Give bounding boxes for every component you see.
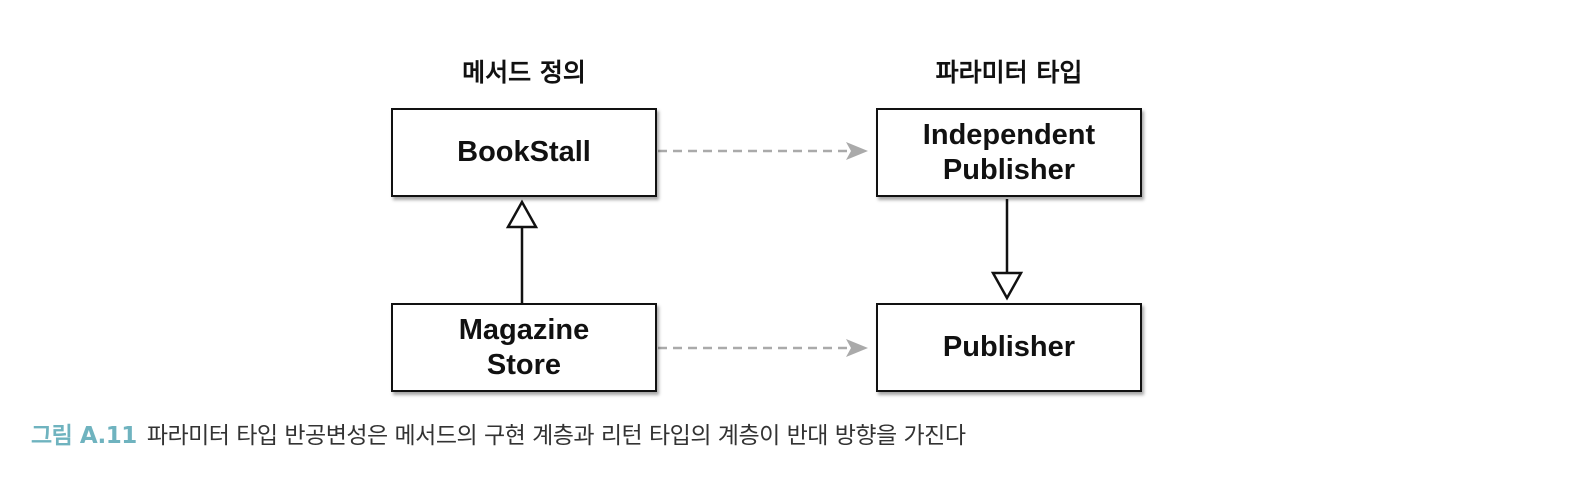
inheritance-arrow-magazine-store-to-bookstall	[505, 199, 539, 303]
inheritance-arrow-independent-publisher-to-publisher	[990, 199, 1024, 301]
independent-publisher-label-line1: Independent	[922, 118, 1096, 151]
right-column-heading: 파라미터 타입	[935, 58, 1083, 87]
independent-publisher-class-box: Independent Publisher	[876, 108, 1142, 197]
dashed-arrow-bookstall-to-independent-publisher	[658, 142, 868, 160]
figure-caption-text: 파라미터 타입 반공변성은 메서드의 구현 계층과 리턴 타입의 계층이 반대 …	[146, 423, 966, 449]
left-column-heading: 메서드 정의	[462, 58, 586, 87]
magazine-store-label-line2: Store	[486, 348, 562, 381]
magazine-store-class-box: Magazine Store	[391, 303, 657, 392]
publisher-class-box: Publisher	[876, 303, 1142, 392]
publisher-label: Publisher	[942, 331, 1076, 363]
bookstall-class-box: BookStall	[391, 108, 657, 197]
dashed-arrow-magazine-store-to-publisher	[658, 339, 868, 357]
figure-caption: 그림 A.11 파라미터 타입 반공변성은 메서드의 구현 계층과 리턴 타입의 …	[31, 420, 966, 452]
independent-publisher-label-line2: Publisher	[942, 153, 1076, 186]
bookstall-label: BookStall	[457, 136, 591, 168]
figure-caption-label: 그림 A.11	[31, 423, 137, 449]
magazine-store-label-line1: Magazine	[458, 313, 590, 346]
